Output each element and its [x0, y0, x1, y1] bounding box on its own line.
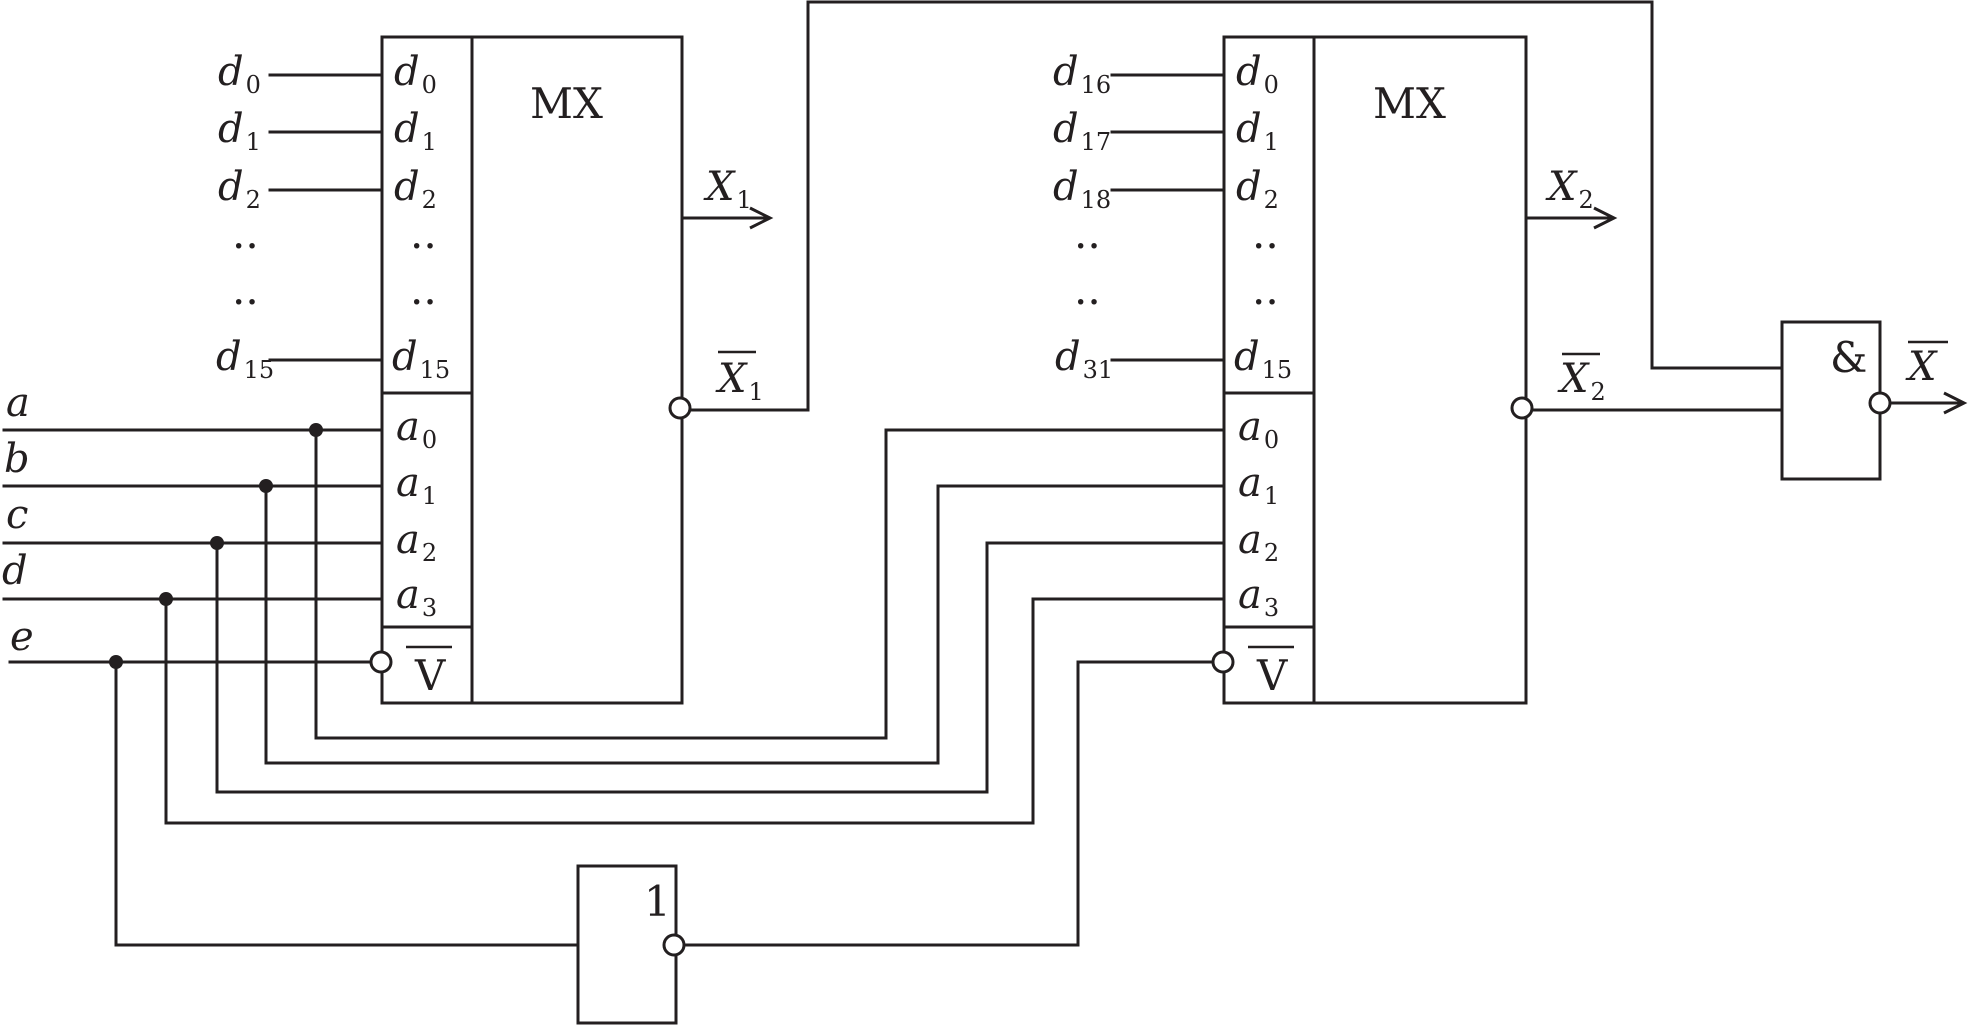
mux2-inverted-out-bubble: [1510, 396, 1534, 420]
input-label-c: c: [6, 492, 28, 538]
mux1-ext-d15: d15: [216, 334, 274, 384]
input-lines: a b c d e: [2, 380, 393, 674]
mux2-pin-a1: a1: [1238, 460, 1279, 510]
mux2-out-arrowhead: [1593, 206, 1618, 230]
mux1-pin-a3: a3: [396, 572, 437, 622]
mux2: MX d16 d17 d18 d31 .. .. d0 d1 d2 d15 ..…: [1053, 35, 1618, 705]
mux2-title: MX: [1373, 79, 1446, 128]
mux1-pin-d2: d2: [394, 164, 437, 214]
mux2-ext-ellipsis-2: ..: [1074, 265, 1101, 314]
mux2-ext-d17: d17: [1053, 106, 1111, 156]
input-label-d: d: [2, 548, 28, 594]
wire-b-to-mux2-a1: [264, 484, 1226, 765]
mux1-ext-ellipsis-2: ..: [232, 265, 259, 314]
and-gate-label: &: [1830, 333, 1867, 382]
not-gate-output-bubble: [662, 933, 686, 957]
wire-d-to-mux2-a3: [164, 597, 1226, 825]
mux2-ext-d18: d18: [1053, 164, 1111, 214]
mux2-inv-out-label: X2: [1557, 356, 1606, 406]
final-output-label: X: [1905, 344, 1938, 390]
wire-a-to-mux2-a0: [314, 428, 1226, 740]
mux1-ext-ellipsis-1: ..: [232, 209, 259, 258]
mux1-title: MX: [530, 79, 603, 128]
mux1-out-arrowhead: [749, 206, 774, 230]
mux1-body: [380, 35, 684, 705]
input-label-a: a: [6, 380, 30, 426]
mux1-enable-bubble: [369, 650, 393, 674]
mux2-enable-bubble: [1211, 650, 1235, 674]
mux1-ext-d2: d2: [218, 164, 261, 214]
mux2-pin-d0: d0: [1236, 49, 1279, 99]
input-label-e: e: [10, 614, 34, 660]
mux2-pin-ellipsis-1: ..: [1252, 209, 1279, 258]
mux1-pin-a2: a2: [396, 517, 437, 567]
mux2-ext-d31: d31: [1055, 334, 1113, 384]
and-gate-output-bubble: [1868, 391, 1892, 415]
mux1: MX d0 d1 d2 d15 .. .. d0 d1 d2 d15 .. ..…: [216, 35, 774, 705]
mux2-pin-a2: a2: [1238, 517, 1279, 567]
wire-e-to-not-gate: [114, 660, 580, 947]
mux1-pin-a1: a1: [396, 460, 437, 510]
mux2-pin-ellipsis-2: ..: [1252, 265, 1279, 314]
mux2-out-label: X2: [1545, 164, 1594, 214]
mux1-pin-ellipsis-2: ..: [410, 265, 437, 314]
input-label-b: b: [4, 436, 30, 482]
mux2-ext-d16: d16: [1053, 49, 1111, 99]
mux2-ext-ellipsis-1: ..: [1074, 209, 1101, 258]
mux1-pin-ellipsis-1: ..: [410, 209, 437, 258]
mux2-pin-a0: a0: [1238, 404, 1279, 454]
mux1-pin-d1: d1: [394, 106, 437, 156]
wire-mux1-inv-out-to-and: [688, 0, 1784, 412]
final-output-arrowhead: [1943, 391, 1968, 415]
not-gate-label: 1: [644, 877, 671, 926]
not-gate: 1: [114, 650, 1235, 1025]
mux1-ext-d0: d0: [218, 49, 261, 99]
wire-c-to-mux2-a2: [215, 541, 1226, 794]
mux1-inv-out-label: X1: [715, 356, 764, 406]
mux1-out-label: X1: [703, 164, 752, 214]
and-gate: & X: [688, 0, 1968, 481]
mux2-pin-a3: a3: [1238, 572, 1279, 622]
mux1-pin-d15: d15: [392, 334, 450, 384]
mux2-enable-label: V: [1256, 651, 1288, 700]
mux1-pin-d0: d0: [394, 49, 437, 99]
not-gate-body: [576, 864, 678, 1025]
wire-not-to-mux2-enable: [682, 660, 1215, 947]
mux2-pin-d15: d15: [1234, 334, 1292, 384]
address-bus-routing: [164, 428, 1226, 825]
mux2-body: [1222, 35, 1528, 705]
mux1-enable-label: V: [414, 651, 446, 700]
mux2-pin-d2: d2: [1236, 164, 1279, 214]
mux2-pin-d1: d1: [1236, 106, 1279, 156]
mux1-pin-a0: a0: [396, 404, 437, 454]
mux1-ext-d1: d1: [218, 106, 261, 156]
mux1-inverted-out-bubble: [668, 396, 692, 420]
